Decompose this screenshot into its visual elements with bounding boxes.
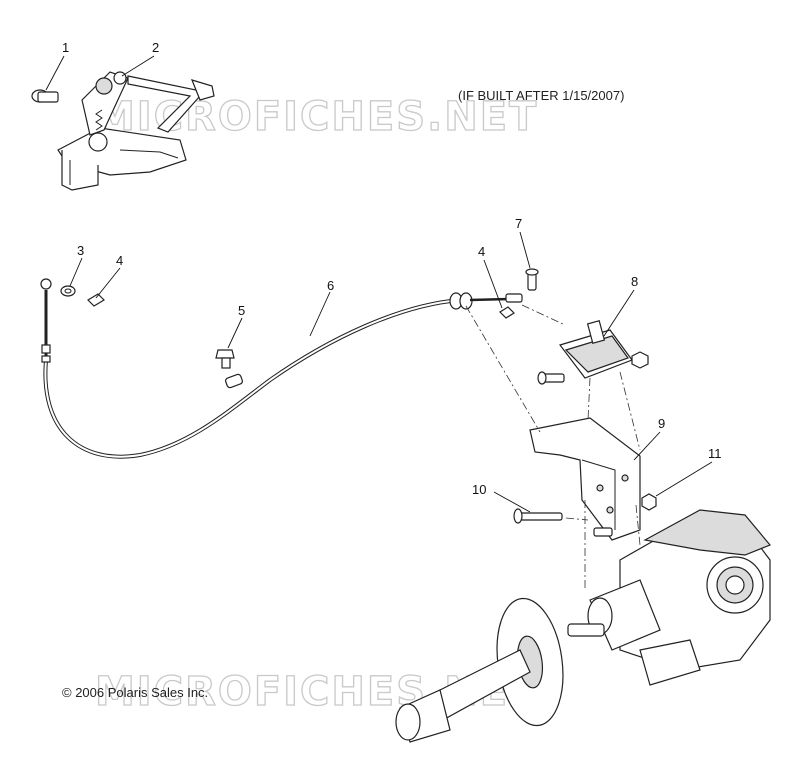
part-8-bracket	[537, 320, 649, 385]
callout-9: 9	[658, 416, 665, 431]
callout-1: 1	[62, 40, 69, 55]
part-6-cable	[40, 278, 523, 459]
shift-lever-assembly	[31, 71, 215, 191]
callout-7: 7	[515, 216, 522, 231]
part-11-nut	[641, 493, 657, 511]
part-7-pin	[525, 268, 539, 291]
watermark-top: MICROFICHES.NET	[95, 94, 538, 140]
callout-11: 11	[708, 446, 722, 461]
brake-disc-driveshaft	[395, 597, 564, 743]
callout-4-right: 4	[478, 244, 485, 259]
callout-3: 3	[77, 243, 84, 258]
build-date-note: (IF BUILT AFTER 1/15/2007)	[458, 88, 624, 103]
copyright-text: © 2006 Polaris Sales Inc.	[62, 685, 208, 700]
part-3-washer	[60, 285, 76, 297]
part-1-bolt	[31, 89, 59, 103]
gearcase	[567, 509, 771, 686]
callout-5: 5	[238, 303, 245, 318]
callout-6: 6	[327, 278, 334, 293]
part-4-clip-right	[499, 306, 515, 319]
part-5-retainer	[215, 349, 235, 369]
callout-8: 8	[631, 274, 638, 289]
leader-lines	[45, 55, 713, 513]
callout-2: 2	[152, 40, 159, 55]
callout-4-left: 4	[116, 253, 123, 268]
callout-10: 10	[472, 482, 486, 497]
part-9-mount-bracket	[529, 417, 641, 541]
part-4-clip-left	[87, 293, 105, 307]
assembly-lines	[465, 304, 641, 590]
part-10-bolt	[513, 508, 613, 537]
